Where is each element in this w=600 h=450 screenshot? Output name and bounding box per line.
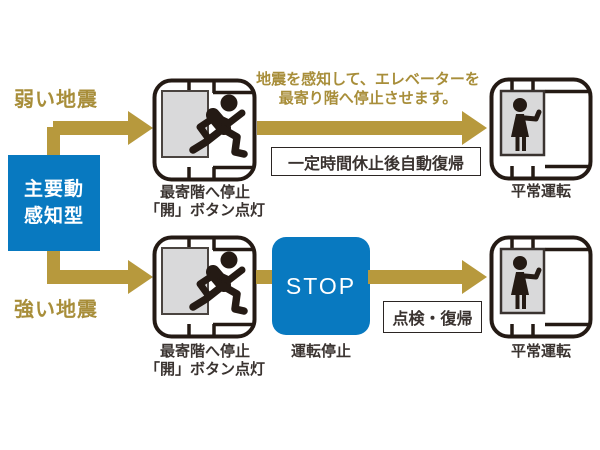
sensor-type-box: 主要動 感知型: [8, 155, 100, 251]
weak-normal-operation-caption: 平常運転: [510, 183, 571, 200]
auto-recovery-label: 一定時間休止後自動復帰: [287, 155, 464, 173]
inspection-recovery-box: 点検・復帰: [383, 301, 482, 333]
weak-long-arrow-shaft: [257, 121, 463, 135]
elevator-standing-icon: [489, 235, 593, 339]
strong-nearest-floor-caption: 最寄階へ停止 「開」ボタン点灯: [140, 343, 270, 379]
weak-annotation: 地震を感知して、エレベーターを 最寄り階へ停止させます。: [256, 70, 480, 108]
stop-connector: [256, 270, 276, 284]
weak-nearest-floor-caption: 最寄階へ停止 「開」ボタン点灯: [140, 184, 270, 220]
stop-label: STOP: [285, 272, 357, 299]
operation-stopped-caption: 運転停止: [290, 343, 351, 360]
weak-annotation-line2: 最寄り階へ停止させます。: [278, 90, 458, 107]
strong-elbow-shaft: [53, 270, 130, 284]
elevator-running-icon: [152, 78, 257, 182]
strong-normal-operation-caption: 平常運転: [510, 343, 571, 360]
strong-elbow-arrowhead-icon: [128, 260, 153, 294]
sensor-type-line2: 感知型: [23, 206, 84, 227]
weak-elbow-shaft: [53, 121, 130, 135]
inspection-recovery-label: 点検・復帰: [392, 311, 473, 328]
strong-earthquake-label: 強い地震: [14, 299, 98, 321]
weak-earthquake-label: 弱い地震: [14, 89, 98, 111]
stop-box: STOP: [272, 237, 370, 335]
elevator-running-icon: [152, 235, 257, 339]
weak-elbow-arrowhead-icon: [128, 111, 153, 145]
sensor-type-line1: 主要動: [23, 179, 84, 200]
weak-nearest-floor-line1: 最寄階へ停止: [159, 184, 250, 201]
strong-nearest-floor-line2: 「開」ボタン点灯: [144, 361, 265, 378]
weak-nearest-floor-line2: 「開」ボタン点灯: [144, 202, 265, 219]
strong-long-arrow-shaft: [368, 270, 463, 284]
elevator-standing-icon: [489, 77, 593, 181]
auto-recovery-box: 一定時間休止後自動復帰: [271, 147, 481, 176]
weak-long-arrowhead-icon: [462, 111, 487, 145]
strong-long-arrowhead-icon: [462, 260, 487, 294]
weak-annotation-line1: 地震を感知して、エレベーターを: [256, 71, 480, 88]
strong-nearest-floor-line1: 最寄階へ停止: [159, 343, 250, 360]
